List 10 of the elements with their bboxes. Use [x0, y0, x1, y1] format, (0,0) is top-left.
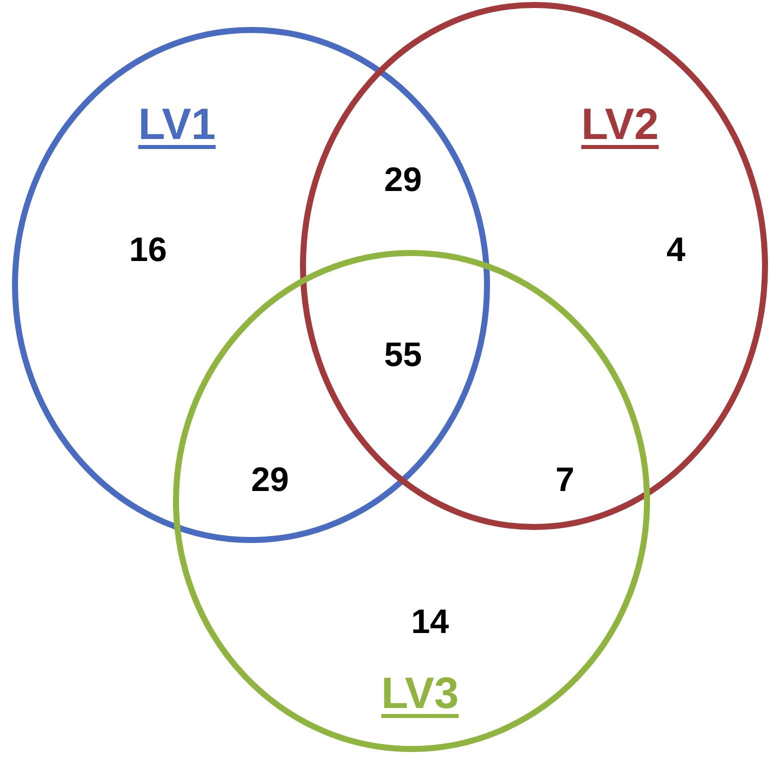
region-count: 55 — [384, 338, 422, 372]
region-count: 14 — [411, 605, 449, 639]
region-count: 29 — [384, 163, 422, 197]
region-count: 29 — [251, 463, 289, 497]
region-count: 7 — [556, 463, 574, 497]
set-label: LV3 — [381, 672, 459, 716]
region-count: 16 — [129, 233, 167, 267]
region-count: 4 — [666, 233, 686, 267]
set-label: LV2 — [581, 103, 659, 147]
set-label: LV1 — [138, 103, 216, 147]
